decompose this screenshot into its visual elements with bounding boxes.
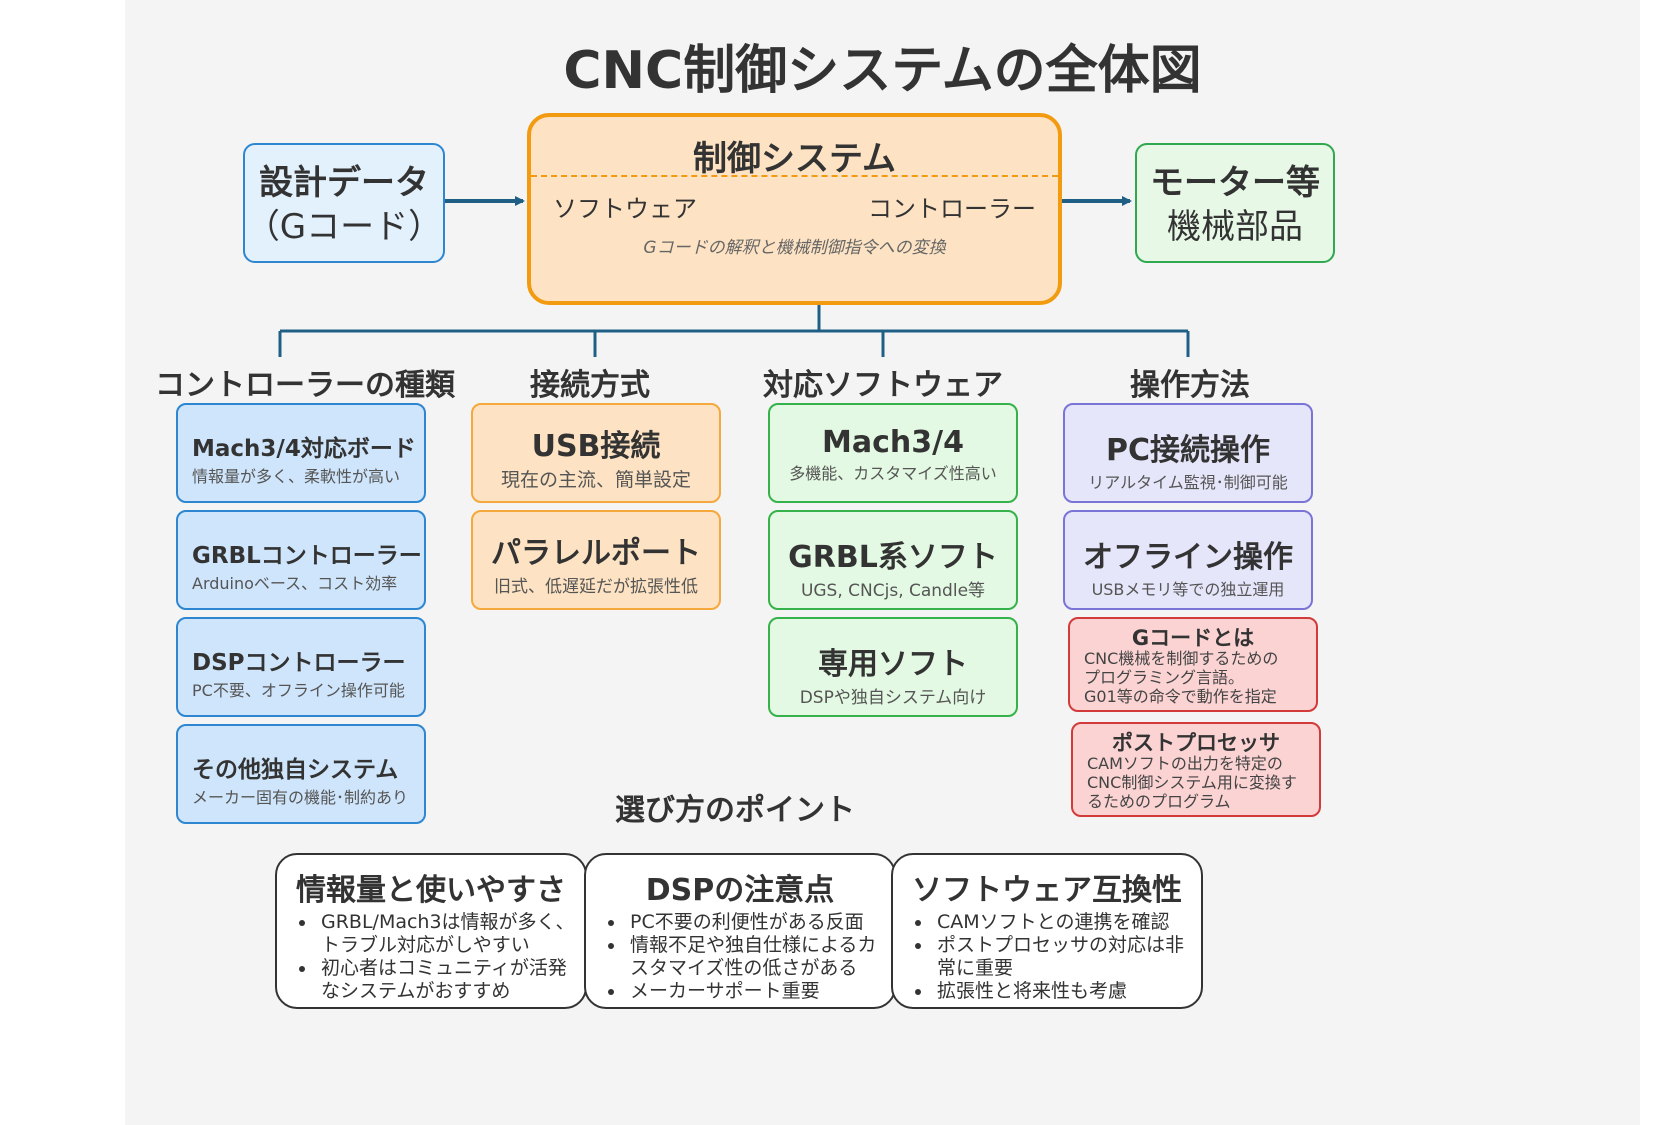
card-title: USB接続 xyxy=(531,429,661,464)
point-item: PC不要の利便性がある反面 xyxy=(626,911,894,934)
header-supported-software: 対応ソフトウェア xyxy=(763,368,1003,403)
point-item: 初心者はコミュニティが活発なシステムがおすすめ xyxy=(317,957,585,1003)
motor-parts-box: モーター等 機械部品 xyxy=(1135,143,1335,263)
note-line: CAMソフトの出力を特定の xyxy=(1087,754,1283,773)
card-dedicated-software: 専用ソフト DSPや独自システム向け xyxy=(768,617,1018,717)
branch-tree xyxy=(278,305,1190,357)
card-desc: USBメモリ等での独立運用 xyxy=(1091,580,1285,599)
note-title: Gコードとは xyxy=(1131,626,1255,650)
card-mach3-4: Mach3/4 多機能、カスタマイズ性高い xyxy=(768,403,1018,503)
motor-label: モーター等 xyxy=(1150,163,1320,203)
card-desc: UGS, CNCjs, Candle等 xyxy=(800,581,986,601)
card-pc-operation: PC接続操作 リアルタイム監視･制御可能 xyxy=(1063,403,1313,503)
card-title: PC接続操作 xyxy=(1105,433,1270,468)
point-item: CAMソフトとの連携を確認 xyxy=(933,911,1201,934)
note-line: CNC制御システム用に変換す xyxy=(1087,773,1297,792)
card-desc: リアルタイム監視･制御可能 xyxy=(1088,473,1288,492)
point-item: メーカーサポート重要 xyxy=(626,980,894,1003)
header-controller-types: コントローラーの種類 xyxy=(155,368,455,403)
point-title: ソフトウェア互換性 xyxy=(912,873,1182,908)
card-desc: PC不要、オフライン操作可能 xyxy=(192,681,405,700)
selection-points-title: 選び方のポイント xyxy=(615,793,855,828)
card-title: オフライン操作 xyxy=(1083,540,1293,575)
header-operation-methods: 操作方法 xyxy=(1130,368,1250,403)
header-connection-methods: 接続方式 xyxy=(530,368,650,403)
diagram-title: CNC制御システムの全体図 xyxy=(563,41,1202,101)
point-item: GRBL/Mach3は情報が多く、トラブル対応がしやすい xyxy=(317,911,585,957)
note-post-processor: ポストプロセッサ CAMソフトの出力を特定の CNC制御システム用に変換す るた… xyxy=(1071,722,1321,817)
point-title: DSPの注意点 xyxy=(645,873,835,908)
card-desc: メーカー固有の機能･制約あり xyxy=(192,788,409,807)
card-desc: 情報量が多く、柔軟性が高い xyxy=(192,467,401,486)
design-data-box: 設計データ （Gコード） xyxy=(243,143,445,263)
card-title: GRBLコントローラー xyxy=(192,543,422,569)
note-line: プログラミング言語。 xyxy=(1084,668,1245,687)
card-desc: 旧式、低遅延だが拡張性低 xyxy=(494,577,698,597)
card-title: パラレルポート xyxy=(491,536,701,571)
card-title: Mach3/4対応ボード xyxy=(192,436,416,462)
card-desc: 現在の主流、簡単設定 xyxy=(500,469,691,491)
card-title: その他独自システム xyxy=(192,757,399,783)
card-desc: 多機能、カスタマイズ性高い xyxy=(789,464,997,483)
point-card-dsp: DSPの注意点 PC不要の利便性がある反面 情報不足や独自仕様によるカスタマイズ… xyxy=(584,853,896,1009)
point-item: 情報不足や独自仕様によるカスタマイズ性の低さがある xyxy=(626,934,894,980)
card-desc: DSPや独自システム向け xyxy=(799,688,987,708)
note-line: CNC機械を制御するための xyxy=(1084,649,1279,668)
mechanical-parts-label: 機械部品 xyxy=(1167,207,1303,247)
point-card-compatibility: ソフトウェア互換性 CAMソフトとの連携を確認 ポストプロセッサの対応は非常に重… xyxy=(891,853,1203,1009)
card-dsp-controller: DSPコントローラー PC不要、オフライン操作可能 xyxy=(176,617,426,717)
controller-label: コントローラー xyxy=(868,195,1036,223)
note-title: ポストプロセッサ xyxy=(1112,731,1280,755)
point-card-info: 情報量と使いやすさ GRBL/Mach3は情報が多く、トラブル対応がしやすい 初… xyxy=(275,853,587,1009)
control-system-title: 制御システム xyxy=(693,139,896,179)
card-other-systems: その他独自システム メーカー固有の機能･制約あり xyxy=(176,724,426,824)
card-grbl-software: GRBL系ソフト UGS, CNCjs, Candle等 xyxy=(768,510,1018,610)
card-mach3-board: Mach3/4対応ボード 情報量が多く、柔軟性が高い xyxy=(176,403,426,503)
card-title: 専用ソフト xyxy=(818,647,968,682)
point-item: 拡張性と将来性も考慮 xyxy=(933,980,1201,1003)
control-system-box: 制御システム ソフトウェア コントローラー Gコードの解釈と機械制御指令への変換 xyxy=(527,113,1062,305)
card-title: GRBL系ソフト xyxy=(788,540,998,575)
card-desc: Arduinoベース、コスト効率 xyxy=(192,574,398,593)
note-gcode: Gコードとは CNC機械を制御するための プログラミング言語。 G01等の命令で… xyxy=(1068,617,1318,712)
card-grbl-controller: GRBLコントローラー Arduinoベース、コスト効率 xyxy=(176,510,426,610)
dashed-divider xyxy=(531,175,1058,177)
card-title: DSPコントローラー xyxy=(192,650,406,676)
design-data-label: 設計データ xyxy=(259,163,429,203)
control-description: Gコードの解釈と機械制御指令への変換 xyxy=(643,238,946,258)
card-usb-connection: USB接続 現在の主流、簡単設定 xyxy=(471,403,721,503)
point-item: ポストプロセッサの対応は非常に重要 xyxy=(933,934,1201,980)
gcode-label: （Gコード） xyxy=(245,207,443,247)
point-title: 情報量と使いやすさ xyxy=(296,873,566,908)
diagram-canvas: CNC制御システムの全体図 設計データ （Gコード） 制御システム ソフトウェア… xyxy=(125,0,1640,1125)
card-title: Mach3/4 xyxy=(822,425,964,460)
card-parallel-port: パラレルポート 旧式、低遅延だが拡張性低 xyxy=(471,510,721,610)
card-offline-operation: オフライン操作 USBメモリ等での独立運用 xyxy=(1063,510,1313,610)
connector-lines xyxy=(278,196,1190,357)
software-label: ソフトウェア xyxy=(553,195,697,223)
note-line: G01等の命令で動作を指定 xyxy=(1084,687,1277,706)
note-line: るためのプログラム xyxy=(1087,792,1231,811)
